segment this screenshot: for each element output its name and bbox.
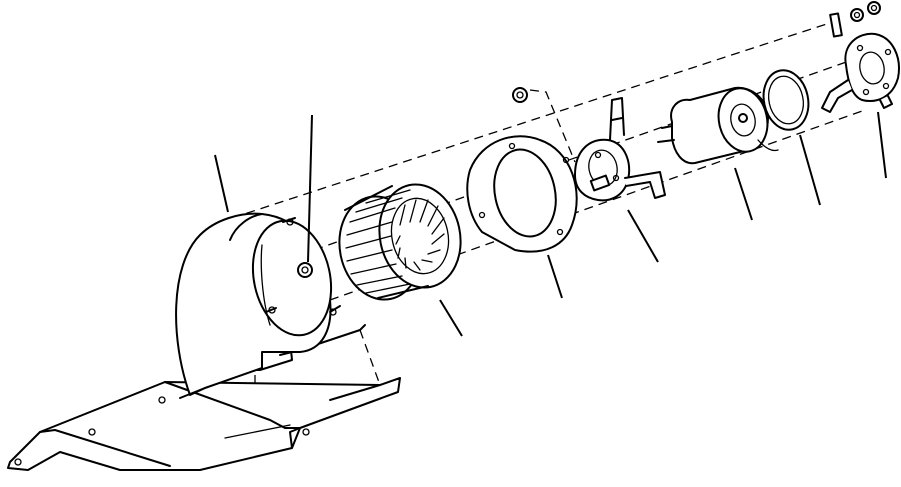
alignment-line-nut: [529, 89, 576, 163]
end-plate-bracket: [821, 32, 900, 113]
end-plate-hole: [862, 88, 870, 96]
blower-wheel-inner-vanes: [395, 199, 445, 271]
gasket-hole: [556, 228, 564, 236]
housing-nut: [297, 262, 313, 278]
callout-leader-motor: [734, 167, 753, 221]
motor-mount-bracket: [574, 97, 666, 202]
alignment-line-top: [231, 17, 846, 219]
bracket-hole: [612, 174, 620, 182]
blower-wheel-vanes: [345, 189, 411, 294]
mounting-gasket: [466, 135, 578, 253]
callout-leader-housing: [214, 154, 229, 213]
gasket-hole: [478, 211, 486, 219]
callout-leader-blower-wheel: [439, 299, 463, 337]
alignment-line-bracket-right: [359, 329, 381, 386]
gasket-hole: [562, 156, 570, 164]
bracket-hole: [302, 428, 310, 436]
end-plate-hole: [882, 82, 890, 90]
end-plate-hole: [884, 48, 892, 56]
callout-leaders: [214, 111, 887, 337]
callout-leader-motor-bracket: [627, 209, 659, 263]
callout-leader-gasket: [547, 254, 563, 299]
nuts: [829, 1, 881, 38]
bracket-hole: [594, 151, 602, 159]
end-plate-hole: [856, 44, 864, 52]
gasket-hole: [508, 142, 516, 150]
bracket-hole: [14, 458, 22, 466]
callout-leader-seal: [799, 134, 821, 206]
motor-seal: [762, 69, 810, 131]
nut: [512, 87, 528, 103]
callout-leader-end-plate: [877, 111, 887, 179]
callout-leader-housing-nut: [307, 114, 313, 263]
blower-housing: [175, 212, 341, 399]
blower-motor: [657, 86, 779, 165]
blower-wheel: [338, 183, 462, 301]
bracket-hole: [88, 428, 96, 436]
bracket-hole: [158, 396, 166, 404]
